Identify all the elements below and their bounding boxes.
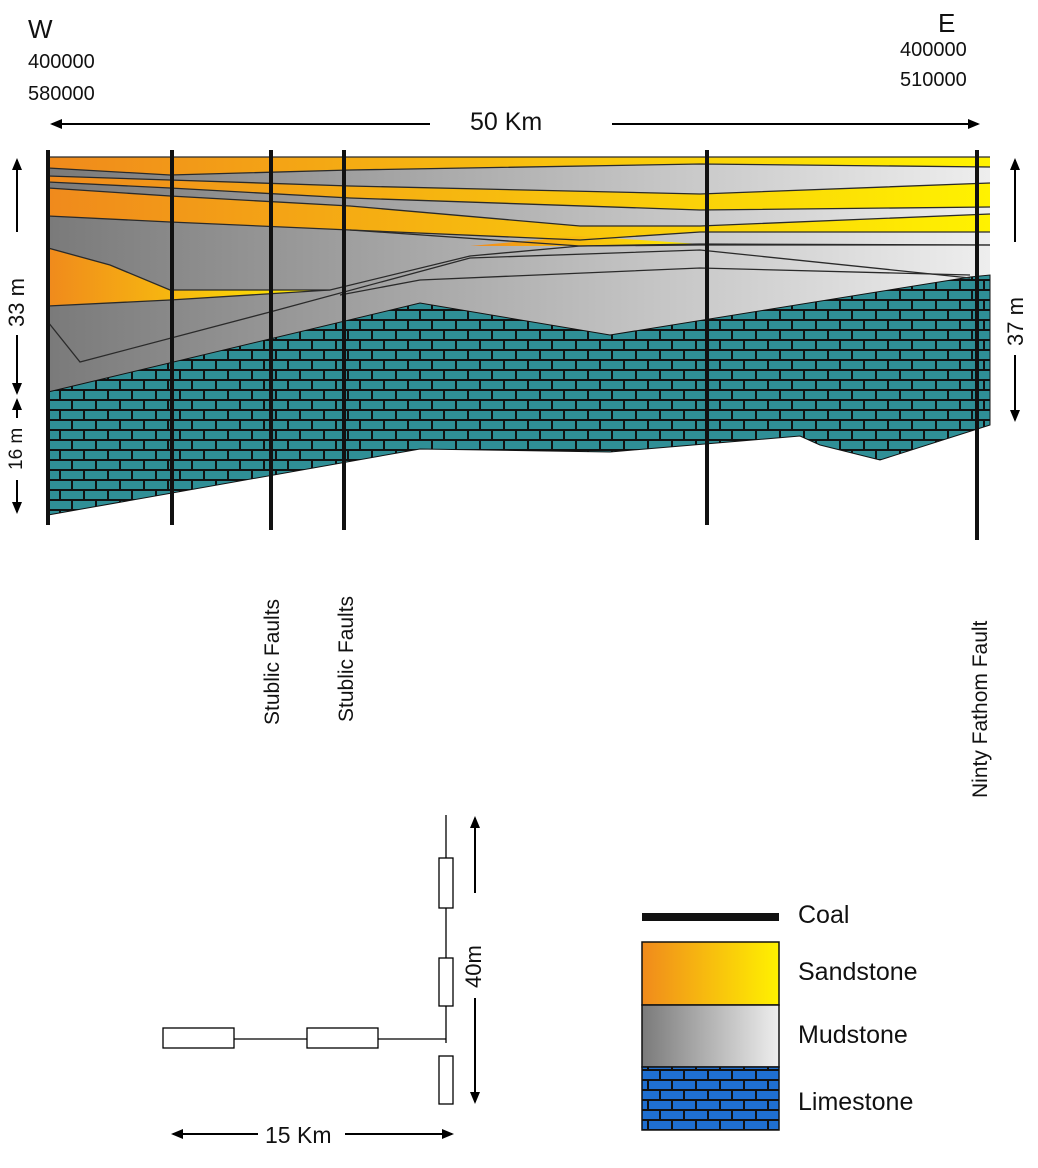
legend-label-coal: Coal — [798, 901, 850, 929]
west-direction-label: W — [28, 14, 53, 44]
legend-swatch-coal — [642, 913, 779, 921]
east-northing: 510000 — [900, 69, 967, 91]
east-easting: 400000 — [900, 39, 967, 61]
scale-horizontal-label: 15 Km — [265, 1122, 332, 1148]
west-northing: 580000 — [28, 83, 95, 105]
thickness-left-lower: 16 m — [6, 427, 27, 470]
east-direction-label: E — [938, 8, 956, 38]
cross-section — [46, 150, 991, 540]
legend-label-limestone: Limestone — [798, 1088, 914, 1116]
scale-bar — [162, 815, 480, 1139]
sandstone-layer — [48, 176, 990, 210]
legend-swatch-mudstone — [641, 1004, 780, 1068]
legend-label-sandstone: Sandstone — [798, 958, 918, 986]
thickness-right: 37 m — [1003, 297, 1028, 346]
fault-label-stublic-1: Stublic Faults — [261, 598, 284, 725]
legend-swatch-sandstone — [641, 941, 780, 1006]
fault-lines — [46, 150, 979, 540]
legend-label-mudstone: Mudstone — [798, 1021, 908, 1049]
fault-label-ninty-fathom: Ninty Fathom Fault — [969, 620, 992, 798]
sandstone-layer — [470, 236, 700, 246]
legend — [641, 913, 780, 1131]
thickness-left-upper: 33 m — [4, 278, 29, 327]
sandstone-layer — [48, 157, 990, 175]
scale-vertical-label: 40m — [461, 945, 486, 988]
sandstone-layer — [48, 248, 330, 306]
width-label: 50 Km — [470, 108, 543, 136]
limestone-layer — [47, 274, 991, 516]
fault-label-stublic-2: Stublic Faults — [335, 595, 358, 722]
west-easting: 400000 — [28, 51, 95, 73]
legend-swatch-limestone — [641, 1066, 780, 1131]
